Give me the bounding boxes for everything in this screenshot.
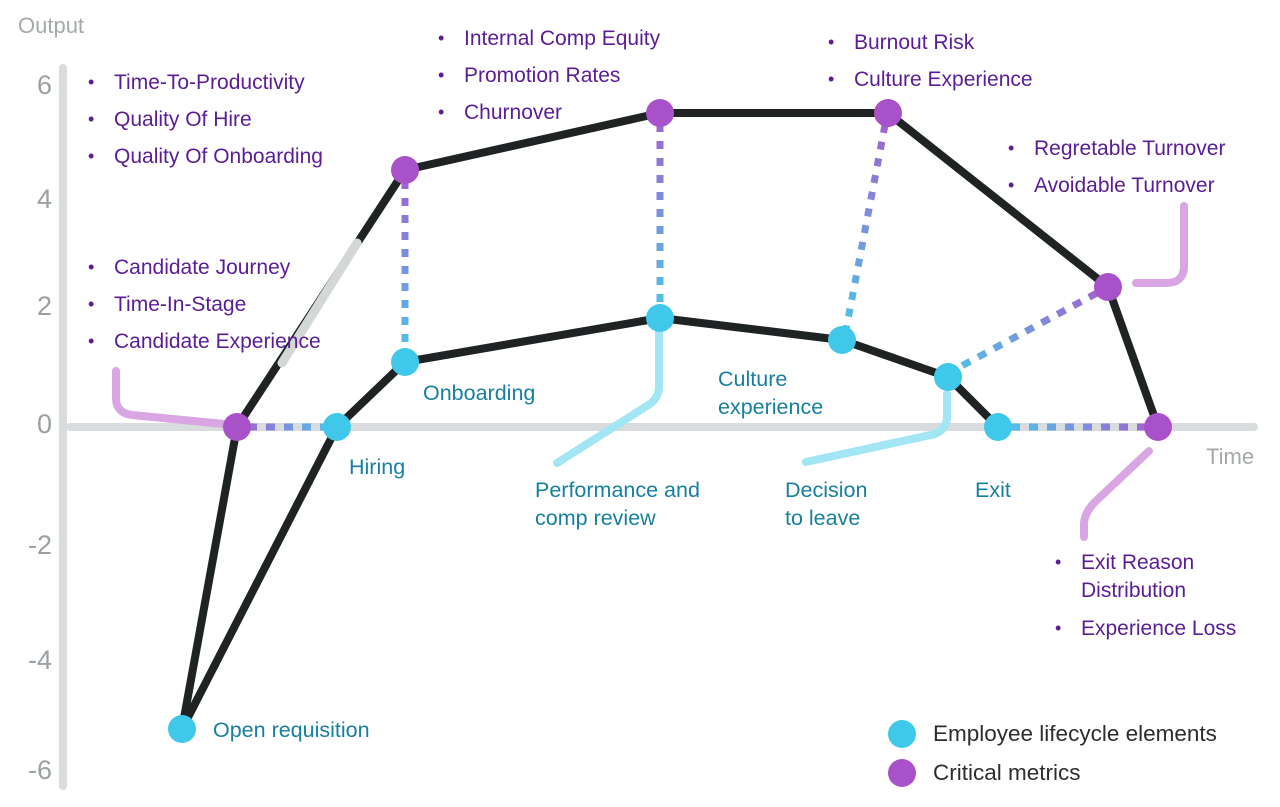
pointer-exit-metrics — [1080, 447, 1153, 541]
stage-label-decision: Decision to leave — [785, 476, 867, 532]
y-tick-0: 0 — [36, 408, 52, 439]
stage-label-exit: Exit — [975, 476, 1011, 504]
stage-label-line: Culture — [718, 367, 788, 391]
metric-item: Time-In-Stage — [88, 286, 321, 323]
stage-label-hiring: Hiring — [349, 453, 405, 481]
y-tick-neg2: -2 — [27, 529, 52, 560]
point-culture — [828, 326, 856, 354]
stage-label-line: Onboarding — [423, 381, 536, 405]
x-axis-title: Time — [1206, 444, 1255, 469]
point-metric-candidate — [223, 413, 251, 441]
metric-item: Avoidable Turnover — [1008, 167, 1225, 204]
point-decision — [934, 363, 962, 391]
critical-dot-icon — [888, 758, 916, 787]
y-tick-2: 2 — [36, 290, 52, 321]
stage-label-line: Open requisition — [213, 718, 370, 742]
point-performance — [646, 304, 674, 332]
metric-item: Promotion Rates — [438, 57, 660, 94]
stage-label-open-requisition: Open requisition — [213, 716, 370, 744]
legend-item-critical: Critical metrics — [888, 753, 1217, 792]
metric-group-exit: Exit Reason Distribution Experience Loss — [1055, 548, 1260, 652]
y-tick-neg4: -4 — [27, 644, 52, 675]
y-axis-title: Output — [18, 13, 85, 38]
metric-item: Candidate Experience — [88, 323, 321, 360]
legend: Employee lifecycle elements Critical met… — [888, 714, 1217, 792]
metric-item: Burnout Risk — [828, 24, 1033, 61]
metric-item: Internal Comp Equity — [438, 20, 660, 57]
pointer-performance-label — [553, 325, 663, 467]
y-tick-4: 4 — [36, 183, 52, 214]
legend-item-lifecycle: Employee lifecycle elements — [888, 714, 1217, 753]
stage-label-performance: Performance and comp review — [535, 476, 700, 532]
pointer-candidate-metrics — [112, 367, 228, 428]
stage-label-culture: Culture experience — [718, 365, 823, 421]
metric-item: Culture Experience — [828, 61, 1033, 98]
metric-item: Candidate Journey — [88, 249, 321, 286]
point-metric-culture — [874, 99, 902, 127]
metric-group-onboarding: Time-To-Productivity Quality Of Hire Qua… — [88, 64, 323, 175]
point-metric-turnover — [1094, 273, 1122, 301]
stage-label-onboarding: Onboarding — [423, 379, 535, 407]
metric-item: Quality Of Hire — [88, 101, 323, 138]
y-tick-6: 6 — [36, 69, 52, 100]
stage-label-line: Performance and — [535, 478, 700, 502]
pointer-decision-label — [802, 390, 951, 466]
lifecycle-dot-icon — [888, 719, 916, 748]
metric-group-culture: Burnout Risk Culture Experience — [828, 24, 1033, 98]
metric-item: Regretable Turnover — [1008, 130, 1225, 167]
point-metric-onboarding — [391, 156, 419, 184]
point-hiring — [323, 413, 351, 441]
dashed-connector-culture — [842, 124, 889, 331]
pointer-turnover-metrics — [1132, 202, 1188, 287]
metric-group-candidate: Candidate Journey Time-In-Stage Candidat… — [88, 249, 321, 360]
point-metric-exit — [1144, 413, 1172, 441]
metric-item: Exit Reason Distribution — [1055, 548, 1260, 605]
metric-group-performance: Internal Comp Equity Promotion Rates Chu… — [438, 20, 660, 131]
stage-label-line: comp review — [535, 506, 656, 530]
stage-label-line: Hiring — [349, 455, 406, 479]
stage-label-line: Exit — [975, 478, 1011, 502]
stage-label-line: to leave — [785, 506, 861, 530]
point-onboarding — [391, 348, 419, 376]
metric-item: Quality Of Onboarding — [88, 138, 323, 175]
dashed-connector-decision — [954, 289, 1099, 373]
metric-group-turnover: Regretable Turnover Avoidable Turnover — [1008, 130, 1225, 204]
metric-item: Experience Loss — [1055, 614, 1260, 643]
point-open-requisition — [168, 715, 196, 743]
metric-item: Churnover — [438, 94, 660, 131]
stage-label-line: Decision — [785, 478, 868, 502]
point-exit — [984, 413, 1012, 441]
legend-label: Employee lifecycle elements — [933, 720, 1217, 746]
legend-label: Critical metrics — [933, 759, 1081, 785]
y-tick-neg6: -6 — [27, 754, 52, 785]
metric-item: Time-To-Productivity — [88, 64, 323, 101]
stage-label-line: experience — [718, 395, 824, 419]
